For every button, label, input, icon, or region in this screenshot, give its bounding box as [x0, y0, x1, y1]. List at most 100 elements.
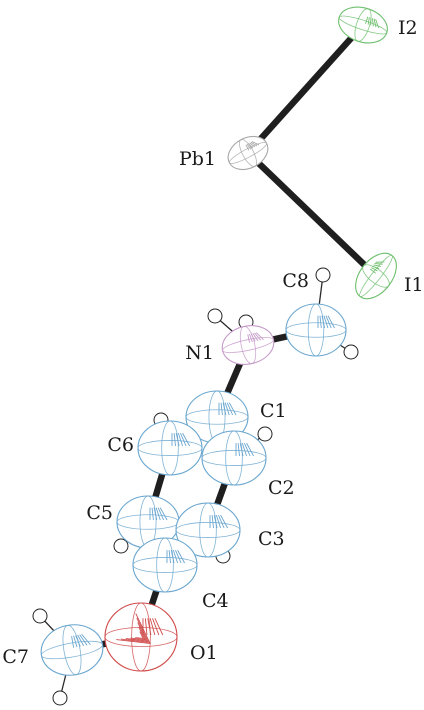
- ellipsoid-hatch: [177, 549, 185, 564]
- ellipsoid-hatch: [254, 332, 262, 341]
- atom-label-pb1: Pb1: [179, 148, 216, 170]
- ellipsoid-hatch: [327, 315, 335, 329]
- ellipsoid-equator: [41, 640, 103, 660]
- ellipsoid-hatch: [367, 17, 370, 25]
- ellipsoid-hatch: [220, 514, 228, 529]
- ellipsoid-hatch: [157, 507, 165, 521]
- ellipsoid-hatch: [175, 549, 182, 564]
- bond-pb1-i1: [244, 149, 380, 280]
- ellipsoid-meridian: [362, 264, 390, 288]
- atom-label-c3: C3: [258, 528, 285, 550]
- ellipsoid-hatch: [170, 550, 175, 564]
- atom-label-c7: C7: [2, 646, 29, 668]
- atom-c5: [116, 495, 180, 549]
- ellipsoid-meridian: [62, 624, 82, 676]
- ellipsoid-hatch: [323, 315, 329, 329]
- ellipsoid-hatch: [373, 18, 377, 28]
- ellipsoid-hatch: [147, 618, 152, 636]
- atom-label-o1: O1: [190, 642, 218, 664]
- hydrogen-atom: [113, 538, 129, 554]
- ellipsoid-meridian: [239, 139, 257, 167]
- ellipsoid-meridian: [156, 537, 174, 593]
- atom-o1: [104, 602, 178, 672]
- ellipsoid-meridian: [131, 602, 151, 672]
- ellipsoid-hatch: [372, 265, 380, 270]
- ellipsoid-hatch: [149, 618, 156, 636]
- atom-label-c1: C1: [260, 400, 287, 422]
- hydrogen-atom: [315, 267, 331, 283]
- ellipsoid-hatch: [182, 432, 190, 447]
- ellipsoid-hatch: [370, 17, 372, 26]
- ellipsoid-hatch: [228, 402, 237, 416]
- ellipsoid-hatch: [159, 507, 168, 521]
- ellipsoid-meridian: [161, 420, 179, 476]
- ellipsoid-hatch: [211, 515, 214, 529]
- atom-label-i1: I1: [404, 274, 424, 296]
- atom-label-c4: C4: [202, 590, 229, 612]
- ellipsoid-hatch: [71, 636, 75, 648]
- atom-n1: [221, 325, 275, 365]
- ellipsoid-octant-shade: [116, 613, 151, 645]
- ellipsoid-hatch: [152, 618, 160, 636]
- ellipsoid-outline: [137, 420, 203, 476]
- atoms-layer: [40, 6, 397, 676]
- hydrogen-atom: [52, 690, 68, 706]
- ellipsoid-hatch: [255, 332, 264, 340]
- ellipsoid-equator: [137, 440, 203, 456]
- ellipsoid-hatch: [239, 443, 244, 457]
- ellipsoid-equator: [359, 254, 393, 298]
- ellipsoid-hatch: [75, 635, 81, 647]
- ellipsoid-hatch: [371, 267, 378, 272]
- ellipsoid-hatch: [249, 333, 253, 343]
- ellipsoid-hatch: [213, 515, 218, 529]
- ellipsoid-equator: [201, 450, 267, 466]
- ellipsoid-hatch: [245, 144, 250, 151]
- ellipsoid-hatch: [177, 433, 183, 447]
- ellipsoid-hatch: [250, 333, 256, 342]
- atom-label-c6: C6: [107, 434, 134, 456]
- ellipsoid-outline: [285, 303, 347, 357]
- ellipsoid-equator: [175, 522, 241, 538]
- ellipsoid-hatch: [373, 264, 382, 267]
- ellipsoid-hatch: [247, 334, 250, 343]
- ellipsoid-hatch: [375, 261, 385, 263]
- hydrogen-atom: [257, 426, 273, 442]
- ellipsoid-meridian: [239, 325, 257, 365]
- bond-i2-pb1: [244, 21, 367, 157]
- hydrogen-atom: [207, 308, 223, 324]
- ellipsoid-outline: [201, 430, 267, 486]
- hydrogen-atom: [32, 608, 48, 624]
- ellipsoid-equator: [185, 409, 249, 425]
- ellipsoid-hatch: [224, 402, 230, 416]
- ellipsoid-hatch: [226, 402, 234, 416]
- ellipsoid-hatch: [370, 268, 376, 274]
- ellipsoid-outline: [104, 602, 178, 672]
- ellipsoid-hatch: [144, 618, 148, 636]
- atom-i2: [338, 6, 388, 44]
- ellipsoid-hatch: [246, 143, 252, 150]
- ellipsoid-hatch: [151, 507, 154, 521]
- ellipsoid-hatch: [374, 263, 383, 265]
- ellipsoid-hatch: [218, 514, 225, 529]
- ellipsoid-hatch: [155, 507, 161, 521]
- atom-c3: [175, 502, 241, 558]
- ellipsoid-hatch: [244, 442, 251, 457]
- ellipsoid-hatch: [168, 550, 171, 564]
- ellipsoid-meridian: [354, 8, 372, 42]
- atom-c1: [185, 390, 249, 444]
- ellipsoid-hatch: [73, 635, 78, 648]
- hydrogen-atoms-layer: [32, 267, 359, 706]
- ellipsoid-octant-shade: [125, 622, 148, 642]
- ellipsoid-hatch: [215, 515, 221, 529]
- ellipsoid-meridian: [307, 303, 325, 357]
- ellipsoid-meridian: [225, 430, 243, 486]
- ellipsoid-hatch: [173, 433, 176, 447]
- ellipsoid-hatch: [180, 432, 187, 447]
- ellipsoid-meridian: [199, 502, 217, 558]
- atom-label-c2: C2: [268, 477, 295, 499]
- atom-c6: [137, 420, 203, 476]
- atom-label-n1: N1: [185, 342, 214, 364]
- ellipsoid-hatch: [153, 507, 158, 521]
- atom-label-c8: C8: [282, 270, 309, 292]
